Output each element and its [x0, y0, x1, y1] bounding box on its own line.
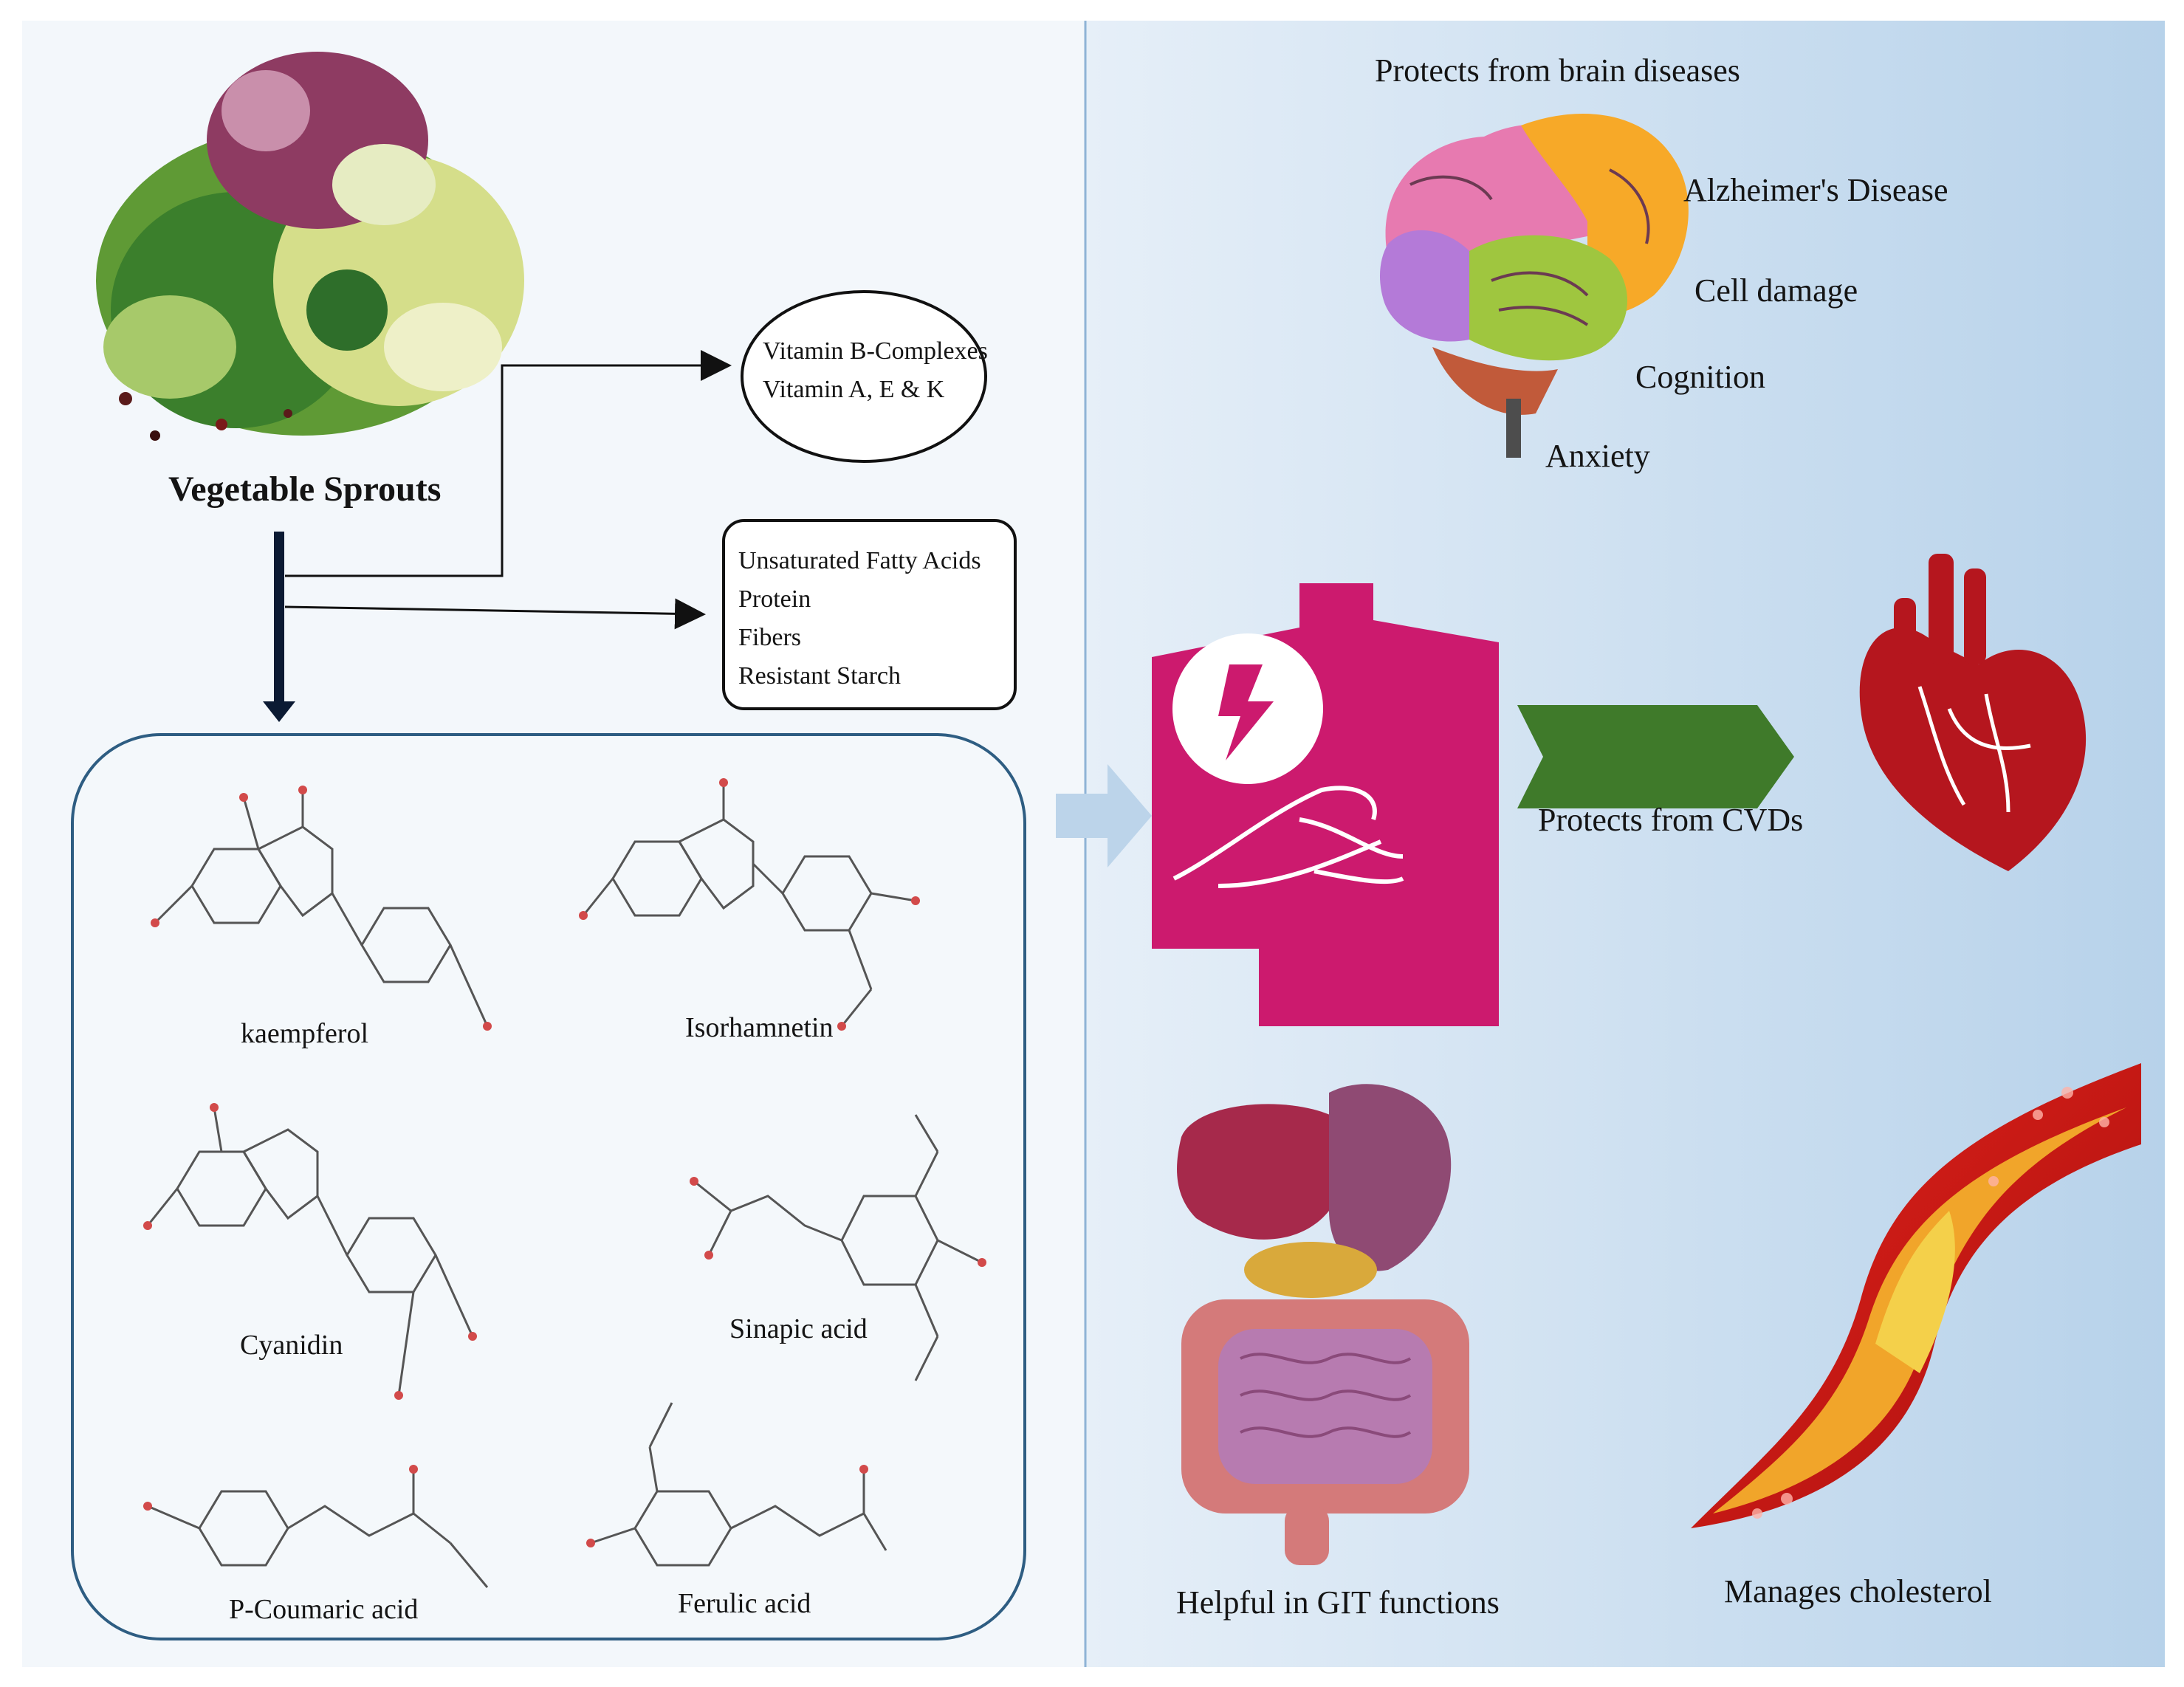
kaempferol-label: kaempferol [241, 1018, 369, 1049]
brain-item-cognition: Cognition [1635, 359, 1766, 395]
nutrients-list: Unsaturated Fatty Acids Protein Fibers R… [738, 542, 981, 695]
brain-title: Protects from brain diseases [1375, 52, 1740, 89]
compounds-box [71, 733, 1026, 1640]
arrow-to-nutrients [284, 598, 706, 630]
cholesterol-label: Manages cholesterol [1724, 1573, 1992, 1609]
ferulic-acid-label: Ferulic acid [678, 1588, 811, 1619]
cvd-green-arrow [1517, 705, 1794, 808]
flow-arrow [1056, 764, 1152, 867]
nutrient-item: Fibers [738, 624, 801, 651]
nutrient-item: Resistant Starch [738, 662, 902, 690]
brain-item-alzheimers: Alzheimer's Disease [1683, 172, 1948, 208]
nutrient-item: Protein [738, 585, 811, 613]
molecule-heteroatoms [143, 778, 986, 1547]
sprouts-image [96, 52, 524, 441]
chest-pain-figure [1152, 583, 1499, 1026]
nutrients-box [722, 519, 1017, 710]
cyanidin-label: Cyanidin [240, 1330, 343, 1361]
arrow-to-vitamins [285, 350, 732, 577]
isorhamnetin-label: Isorhamnetin [685, 1012, 834, 1043]
sprouts-title: Vegetable Sprouts [168, 470, 442, 509]
brain-item-anxiety: Anxiety [1545, 438, 1650, 474]
artery-icon [1691, 1063, 2141, 1528]
heart-icon [1859, 554, 2087, 871]
brain-item-cell-damage: Cell damage [1694, 272, 1858, 309]
digestive-system-icon [1177, 1084, 1469, 1565]
p-coumaric-acid-label: P-Coumaric acid [229, 1594, 419, 1625]
sinapic-acid-label: Sinapic acid [729, 1313, 868, 1344]
vitamins-bubble [741, 290, 987, 463]
brain-icon [1379, 114, 1689, 458]
git-label: Helpful in GIT functions [1176, 1584, 1500, 1621]
cvd-label: Protects from CVDs [1538, 802, 1804, 838]
vitamin-line-1: Vitamin B-Complexes [763, 337, 988, 365]
molecule-structures [146, 783, 983, 1588]
vitamins-text: Vitamin B-Complexes Vitamin A, E & K [763, 332, 988, 409]
vitamin-line-2: Vitamin A, E & K [763, 376, 945, 403]
nutrient-item: Unsaturated Fatty Acids [738, 547, 981, 574]
